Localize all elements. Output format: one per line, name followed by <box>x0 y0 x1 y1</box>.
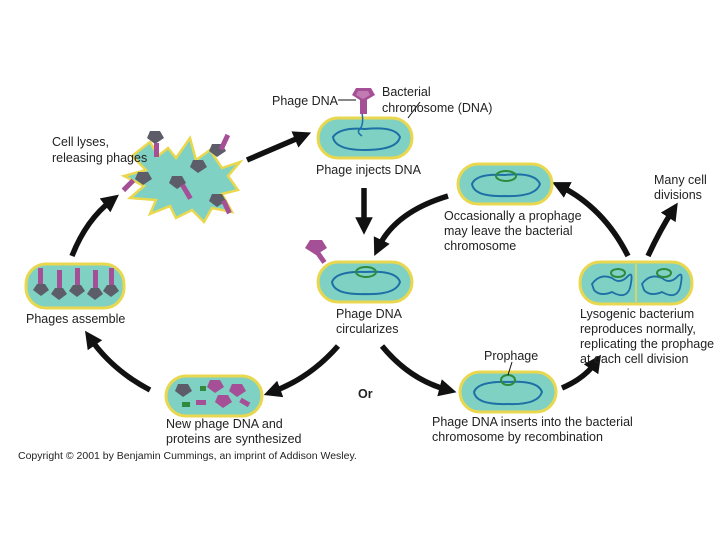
label-circularizes-1: Phage DNA <box>336 307 403 321</box>
arrow-synthesized-to-assemble <box>85 330 152 393</box>
cell-prophage-leaves <box>456 162 554 206</box>
phage-icon <box>121 172 152 193</box>
cell-phage-injects <box>316 88 414 160</box>
cell-synthesis <box>164 374 264 418</box>
arrow-circularizes-to-inserts <box>379 344 457 397</box>
phage-icon <box>169 176 193 200</box>
label-synthesized-1: New phage DNA and <box>166 417 283 431</box>
arrow-assemble-to-lyses <box>69 194 119 257</box>
cell-dna-inserts <box>458 361 558 414</box>
label-occasionally-2: may leave the bacterial <box>444 224 573 238</box>
label-phages-assemble: Phages assemble <box>26 312 125 326</box>
label-bacterial-1: Bacterial <box>382 85 431 99</box>
phage-icon <box>352 88 375 114</box>
label-cell-lyses-2: releasing phages <box>52 151 147 165</box>
cell-lysogenic-dividing <box>578 260 694 306</box>
arrow-lyses-to-injects <box>245 131 312 163</box>
label-bacterial-2: chromosome (DNA) <box>382 101 492 115</box>
label-phage-dna: Phage DNA <box>272 94 339 108</box>
label-many-cell-1: Many cell <box>654 173 707 187</box>
phage-icon <box>190 160 207 173</box>
arrow-circularizes-to-synthesized <box>263 344 341 398</box>
label-inserts-2: chromosome by recombination <box>432 430 603 444</box>
arrow-lysogenic-to-occasionally <box>552 182 631 258</box>
arrow-occasionally-to-circularizes <box>373 193 449 256</box>
label-lysogenic-4: at each cell division <box>580 352 688 366</box>
label-phage-injects: Phage injects DNA <box>316 163 422 177</box>
label-inserts-1: Phage DNA inserts into the bacterial <box>432 415 633 429</box>
label-lysogenic-2: reproduces normally, <box>580 322 696 336</box>
phage-icon <box>209 133 231 157</box>
label-circularizes-2: circularizes <box>336 322 399 336</box>
copyright-text: Copyright © 2001 by Benjamin Cummings, a… <box>18 450 357 462</box>
label-lysogenic-3: replicating the prophage <box>580 337 714 351</box>
label-prophage: Prophage <box>484 349 538 363</box>
phage-icon <box>305 240 327 264</box>
cycle-arrows <box>69 131 678 398</box>
labels: Phage DNA Bacterial chromosome (DNA) Pha… <box>18 85 714 462</box>
cell-lysing <box>120 131 244 225</box>
label-lysogenic-1: Lysogenic bacterium <box>580 307 694 321</box>
cell-phages-assemble <box>24 262 126 310</box>
label-or: Or <box>358 387 373 401</box>
phage-icon <box>209 194 232 215</box>
arrow-lysogenic-to-many-divisions <box>645 202 678 258</box>
label-pointer-lines <box>338 99 421 119</box>
label-occasionally-1: Occasionally a prophage <box>444 209 582 223</box>
arrow-inserts-to-lysogenic <box>560 354 601 391</box>
label-occasionally-3: chromosome <box>444 239 516 253</box>
phage-icon <box>147 131 164 157</box>
label-cell-lyses-1: Cell lyses, <box>52 135 109 149</box>
label-many-cell-2: divisions <box>654 188 702 202</box>
label-synthesized-2: proteins are synthesized <box>166 432 302 446</box>
cell-dna-circularizes <box>305 240 414 304</box>
